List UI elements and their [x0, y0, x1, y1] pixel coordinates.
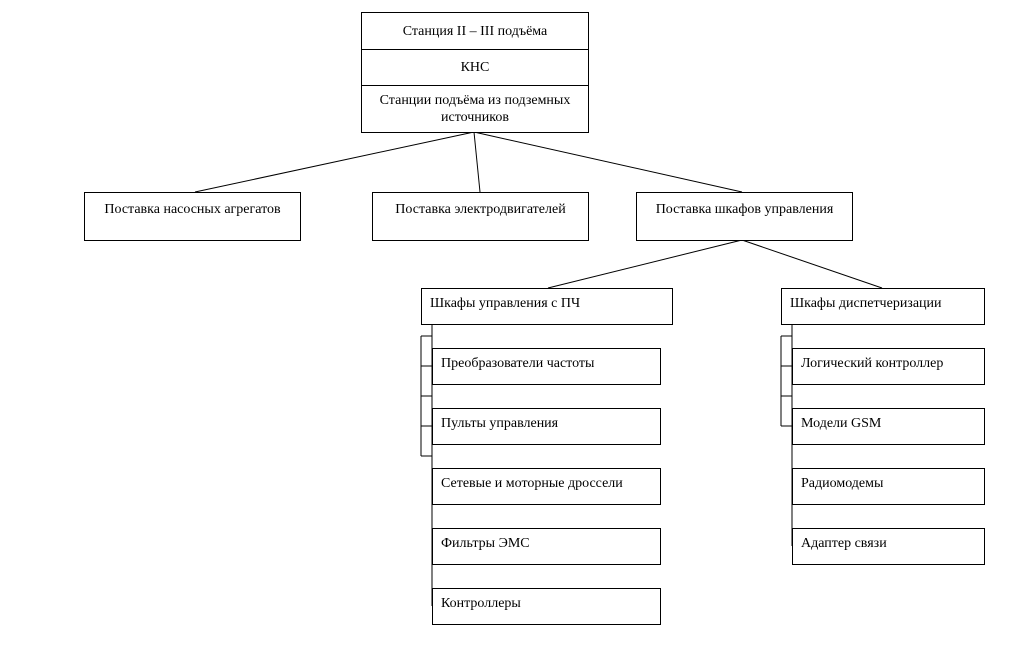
connector-root-motors: [473, 131, 481, 193]
pch-item-chokes: Сетевые и моторные дроссели: [432, 468, 661, 505]
root-row-station: Станция II – III подъёма: [402, 23, 548, 39]
pch-item-emc-filters: Фильтры ЭМС: [432, 528, 661, 565]
pump-supply-box: Поставка насосных агрегатов: [84, 192, 301, 241]
dispatch-item-logic-controller: Логический контроллер: [792, 348, 985, 385]
dispatch-item-comm-adapter: Адаптер связи: [792, 528, 985, 565]
pch-cabinets-box: Шкафы управления с ПЧ: [421, 288, 673, 325]
root-row-underground: Станции подъёма из подземных источников: [362, 85, 588, 132]
pch-item-frequency-converters: Преобразователи частоты: [432, 348, 661, 385]
dispatch-cabinets-box: Шкафы диспетчеризации: [781, 288, 985, 325]
root-row-kns: КНС: [362, 49, 588, 85]
dispatch-item-gsm-models: Модели GSM: [792, 408, 985, 445]
connector-cabinets-pch: [547, 239, 743, 289]
motor-supply-box: Поставка электродвигателей: [372, 192, 589, 241]
connector-cabinets-dispatch: [741, 239, 883, 289]
root-box: Станция II – III подъёма КНС Станции под…: [361, 12, 589, 133]
cabinet-supply-box: Поставка шкафов управления: [636, 192, 853, 241]
pch-item-control-panels: Пульты управления: [432, 408, 661, 445]
connector-root-cabinets: [473, 131, 743, 193]
dispatch-item-radio-modems: Радиомодемы: [792, 468, 985, 505]
pch-item-controllers: Контроллеры: [432, 588, 661, 625]
connector-root-pumps: [194, 131, 475, 193]
